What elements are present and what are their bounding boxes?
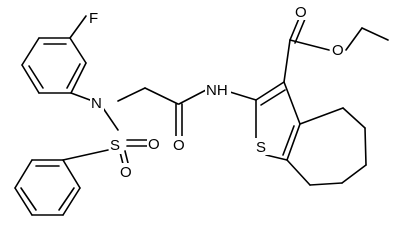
svg-text:O: O [295, 4, 307, 21]
bond [341, 164, 367, 184]
bond [299, 107, 344, 125]
bond-o-ch2 [345, 27, 363, 51]
atom-sulfur-sulfonyl: S [109, 137, 123, 154]
bond [286, 123, 301, 161]
atom-sulfur-thiophene: S [255, 138, 269, 156]
bond-inner [66, 63, 81, 89]
bond-inner [260, 89, 286, 106]
atom-oxygen-ester-carbonyl: O [294, 3, 308, 21]
svg-text:S: S [256, 139, 266, 156]
atom-oxygen-sulfonyl-right: O [147, 135, 161, 153]
bond-inner [28, 65, 44, 89]
bond [255, 81, 285, 101]
bond [14, 187, 33, 216]
bond [70, 62, 87, 94]
atom-oxygen-sulfonyl-left: O [119, 163, 133, 181]
bond-ch2-ch3 [361, 27, 389, 41]
bond [286, 159, 311, 186]
bond-nh-c [229, 91, 257, 101]
atom-oxygen-amide: O [172, 136, 186, 154]
bond-c-n [70, 92, 91, 101]
svg-text:NH: NH [206, 82, 228, 99]
bond [283, 81, 301, 125]
bond-c-cester [283, 39, 291, 83]
structure-canvas: F N S O O O NH S O O [14, 3, 389, 216]
bond [69, 37, 87, 64]
atom-nitrogen-sulfonamide: N [90, 94, 104, 112]
atom-fluorine: F [88, 9, 101, 27]
bond-ch2-c [144, 87, 179, 105]
svg-text:O: O [148, 136, 160, 153]
svg-text:N: N [91, 95, 102, 112]
cyclohexane-ring [286, 107, 367, 186]
fluorophenyl-ring [21, 37, 87, 94]
svg-text:F: F [89, 10, 98, 27]
atom-nh-amide: NH [205, 81, 231, 99]
bond-c-o [294, 18, 306, 44]
bond [62, 187, 81, 216]
bond-c-o-ether [289, 39, 330, 51]
phenyl-ring [14, 159, 81, 216]
bond-inner [58, 187, 75, 211]
bond-inner [282, 125, 295, 156]
bond [14, 159, 33, 189]
svg-text:O: O [173, 137, 185, 154]
svg-text:O: O [120, 164, 132, 181]
bond [21, 37, 40, 66]
molecule-drawing: F N S O O O NH S O O [14, 3, 389, 216]
atom-oxygen-ester-ether: O [331, 41, 345, 59]
bond [21, 64, 40, 94]
thiophene-ring [255, 81, 301, 161]
bond-c-f [69, 15, 87, 39]
svg-text:S: S [110, 137, 120, 154]
svg-text:O: O [332, 42, 344, 59]
bond-inner [20, 187, 37, 211]
bond-n-ch2 [117, 87, 146, 102]
bond [62, 159, 81, 189]
bond-c-nh [178, 89, 207, 105]
bond [342, 107, 366, 129]
bond [364, 127, 367, 166]
bond-ring-s [62, 149, 109, 161]
bond-n-s [102, 107, 119, 131]
bond [309, 182, 343, 186]
bond [265, 154, 288, 161]
